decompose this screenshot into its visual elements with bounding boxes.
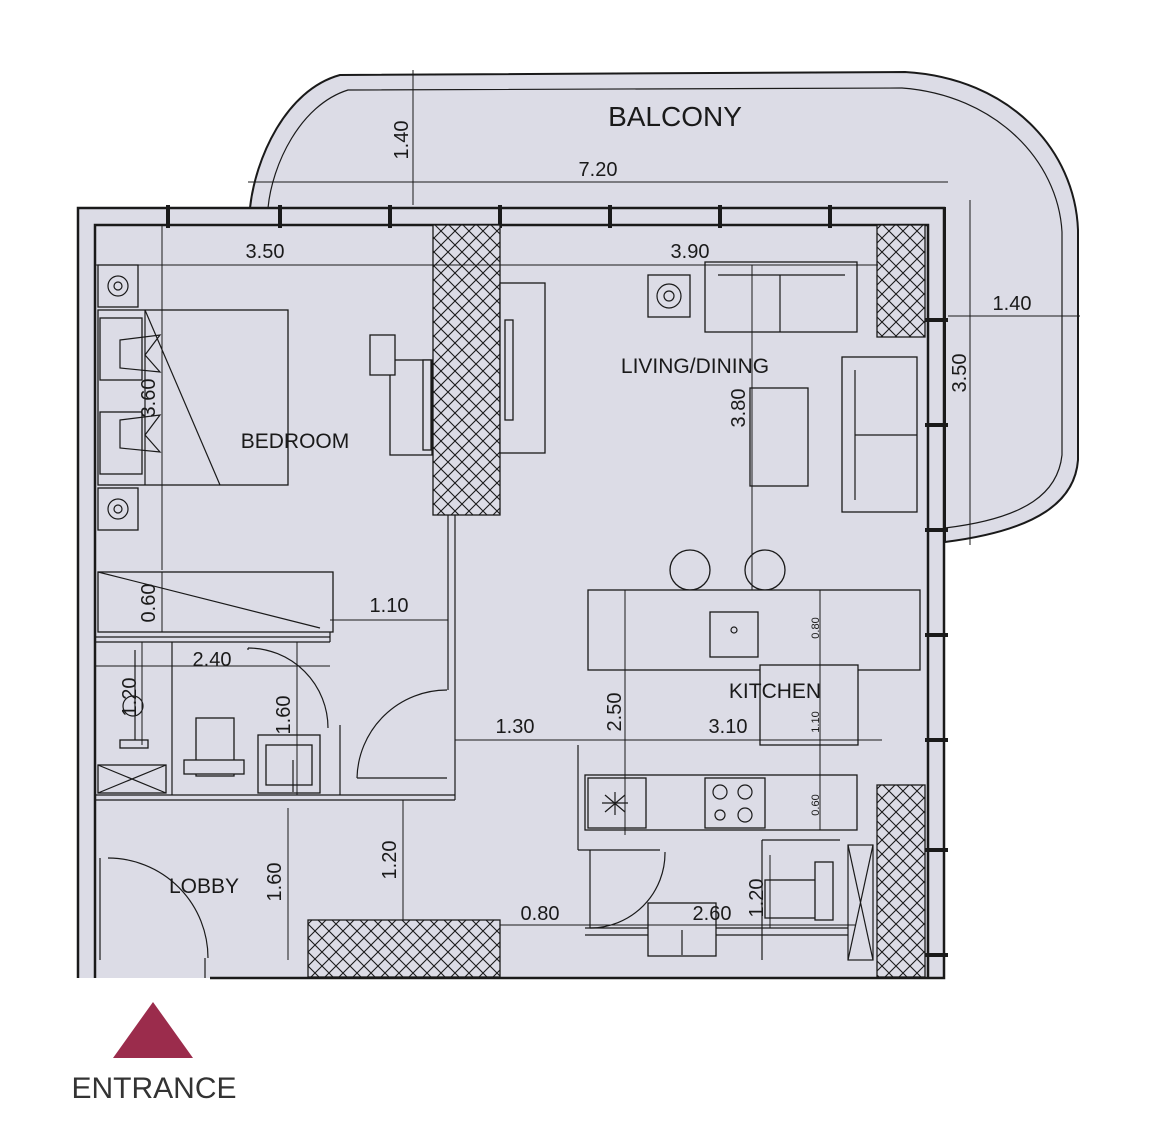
column-corner <box>876 224 926 338</box>
dim-kitchen-depth: 2.50 <box>604 693 626 732</box>
toilet-guest <box>764 861 834 921</box>
toilet-main-bath <box>183 717 245 777</box>
dim-wc-depth: 1.20 <box>746 879 768 918</box>
speaker <box>647 274 691 318</box>
dim-wc-width: 2.60 <box>693 903 732 925</box>
window-marks-right <box>925 318 948 957</box>
dim-aisle-width: 1.10 <box>810 711 822 732</box>
balcony-label: BALCONY <box>608 101 742 132</box>
vanity-main-bath <box>257 734 321 794</box>
entrance-triangle-icon <box>113 1002 193 1058</box>
dim-living-depth: 3.80 <box>728 389 750 428</box>
dim-island-depth: 0.80 <box>810 617 822 638</box>
dim-balcony-depth: 1.40 <box>391 121 413 160</box>
desk <box>369 282 546 456</box>
dim-balcony-width: 7.20 <box>579 159 618 181</box>
wardrobe <box>97 571 334 633</box>
balcony-area <box>248 70 1079 544</box>
column-kitchen <box>876 784 926 978</box>
bed <box>97 309 289 486</box>
dim-bath-depth-b: 1.60 <box>273 696 295 735</box>
dim-kitchen-width: 3.10 <box>709 716 748 738</box>
wall-lobby <box>307 919 501 978</box>
entrance-label: ENTRANCE <box>71 1072 236 1105</box>
kitchen-island <box>587 589 921 671</box>
bedroom-label: BEDROOM <box>241 430 350 453</box>
lobby-label: LOBBY <box>169 875 239 898</box>
doors <box>99 647 666 978</box>
dim-side-length: 3.50 <box>949 354 971 393</box>
dim-hall-width: 1.10 <box>370 595 409 617</box>
living-dining-label: LIVING/DINING <box>621 355 769 378</box>
dim-door-width: 0.80 <box>521 903 560 925</box>
dim-corridor-width: 1.30 <box>496 716 535 738</box>
sink-guest <box>647 902 717 957</box>
laundry-box <box>97 764 167 794</box>
kitchen-counter-side <box>759 664 859 746</box>
dim-bath-depth-a: 1.20 <box>119 678 141 717</box>
sofa-top <box>704 261 858 333</box>
dimension-lines <box>95 70 1080 960</box>
dim-lobby-depth: 1.60 <box>264 863 286 902</box>
dim-lobby-corridor: 1.20 <box>379 841 401 880</box>
dim-living-width: 3.90 <box>671 241 710 263</box>
bar-stools <box>669 549 786 591</box>
kitchen-counter <box>584 774 858 831</box>
dim-balcony-side: 1.40 <box>993 293 1032 315</box>
column-central <box>432 224 501 516</box>
dim-bedroom-width: 3.50 <box>246 241 285 263</box>
dim-bath-width: 2.40 <box>193 649 232 671</box>
dim-bedroom-depth: 3.60 <box>138 379 160 418</box>
dim-counter-depth: 0.60 <box>810 794 822 815</box>
window-marks-top <box>166 205 832 228</box>
kitchen-label: KITCHEN <box>729 680 821 703</box>
dim-closet-depth: 0.60 <box>138 584 160 623</box>
nightstand-bottom <box>97 487 139 531</box>
sofa-side <box>841 356 918 513</box>
nightstand-top <box>97 264 139 308</box>
coffee-table <box>749 387 809 487</box>
